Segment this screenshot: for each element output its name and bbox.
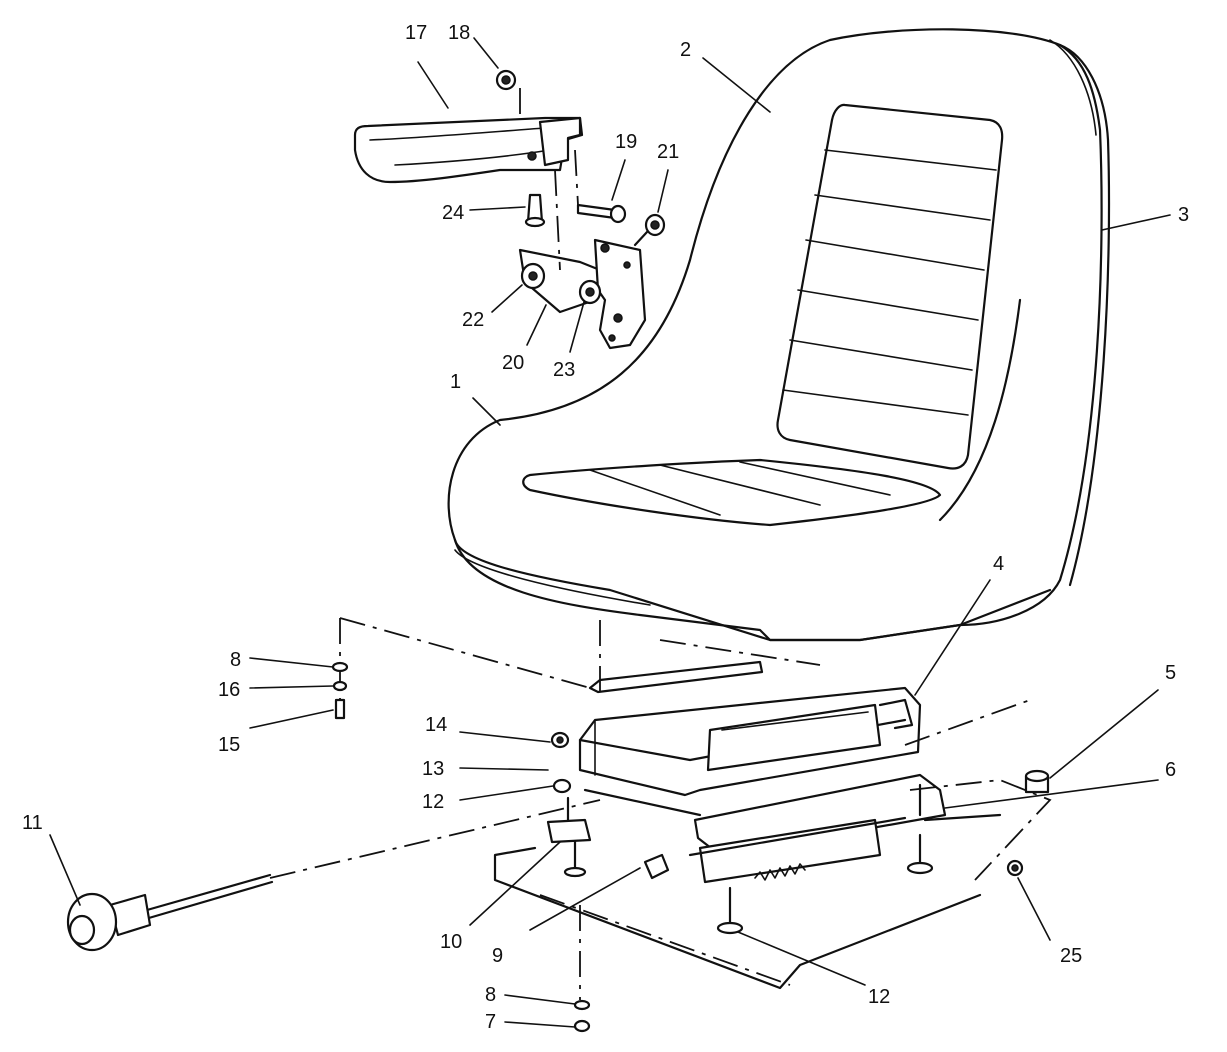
part-19-bolt (576, 203, 627, 224)
slide-spring (754, 863, 806, 881)
part-23-washer (578, 279, 602, 305)
callout-8-bottom: 8 (485, 984, 497, 1006)
armrest-bracket (538, 116, 582, 167)
center-lines (269, 617, 1031, 879)
callout-8-left: 8 (230, 649, 242, 671)
part-6-slide-rail (693, 773, 947, 857)
slide-assembly (546, 660, 1050, 935)
part-18-nut (495, 69, 521, 115)
seat-back-shell (447, 28, 1103, 642)
callout-14: 14 (425, 714, 448, 736)
callout-3: 3 (1178, 204, 1190, 226)
hardware-bottom (573, 905, 591, 1033)
callout-10: 10 (440, 931, 463, 953)
callout-12-lower: 12 (868, 986, 891, 1008)
part-24-bolt (524, 193, 546, 228)
callout-19: 19 (615, 131, 638, 153)
callout-2: 2 (680, 39, 692, 61)
callout-12-upper: 12 (422, 791, 445, 813)
callout-6: 6 (1165, 759, 1177, 781)
callout-7: 7 (485, 1011, 497, 1033)
back-cushion-panel (776, 103, 1004, 470)
armrest-assembly (353, 69, 666, 350)
part-11-knob (66, 873, 274, 952)
leader-lines (49, 37, 1171, 1028)
armrest-pad (353, 116, 584, 184)
callout-11: 11 (22, 812, 43, 834)
part-22-washer (520, 262, 546, 290)
part-9-bushing (643, 853, 670, 880)
hardware-left (331, 618, 349, 720)
floor-plate (493, 779, 1052, 990)
callout-23: 23 (553, 359, 576, 381)
armrest-mount-bracket (593, 238, 647, 350)
callout-21: 21 (657, 141, 680, 163)
seat-cushion-panel (522, 458, 942, 527)
callout-18: 18 (448, 22, 471, 44)
part-10-bracket (546, 818, 592, 844)
callout-17: 17 (405, 22, 428, 44)
part-14-nut (550, 731, 570, 749)
callout-22: 22 (462, 309, 485, 331)
callout-4: 4 (993, 553, 1005, 575)
seat-side-rim (1058, 43, 1111, 587)
seat-assembly (447, 28, 1111, 642)
callout-13: 13 (422, 758, 445, 780)
seat-base (453, 538, 1052, 642)
part-21-nut (633, 213, 666, 247)
callout-15: 15 (218, 734, 241, 756)
callout-1: 1 (450, 371, 462, 393)
callout-25: 25 (1060, 945, 1083, 967)
callout-9: 9 (492, 945, 504, 967)
part-4-rail (706, 703, 882, 772)
part-5-cap (1024, 769, 1050, 794)
callout-5: 5 (1165, 662, 1177, 684)
callout-24: 24 (442, 202, 465, 224)
callout-16: 16 (218, 679, 241, 701)
part-25-nut (1006, 859, 1024, 877)
callout-20: 20 (502, 352, 525, 374)
